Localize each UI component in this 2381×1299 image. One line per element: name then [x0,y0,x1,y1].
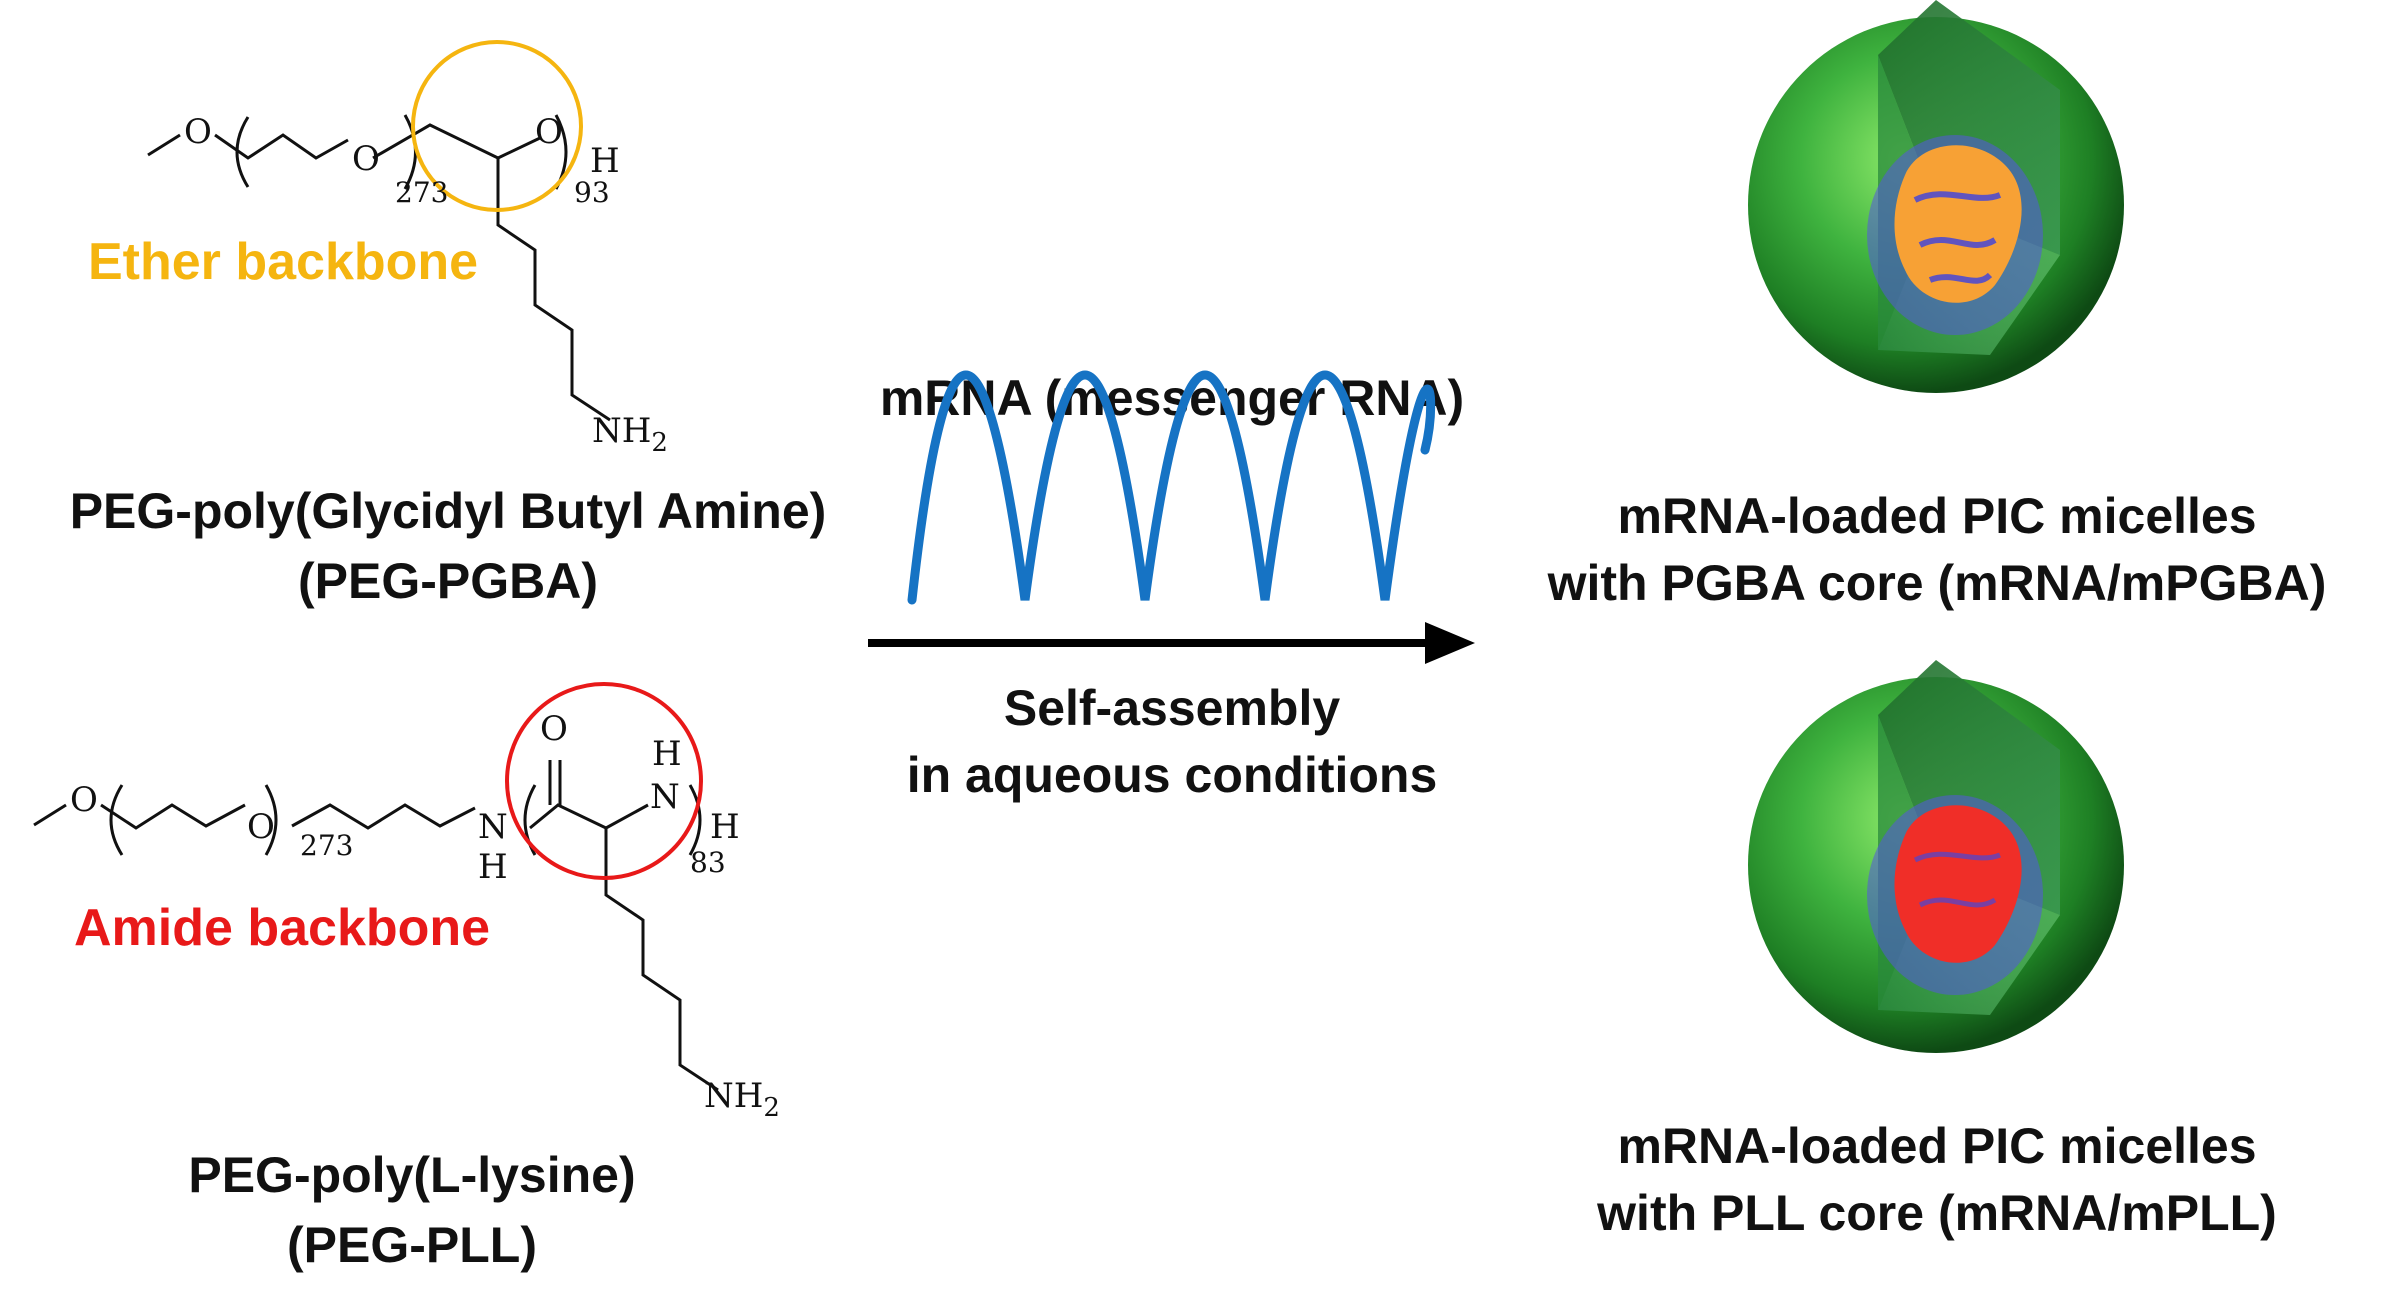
amide-backbone-label: Amide backbone [74,899,490,957]
pll-peg-oxygen: O [247,807,275,847]
pll-amine: NH2 [704,1076,780,1123]
pll-amide-hydrogen: H [478,847,508,887]
micelle-pll-label-line1: mRNA-loaded PIC micelles [1617,1118,2256,1174]
pll-polymer-abbr: (PEG-PLL) [287,1217,537,1273]
micelle-pll [1748,660,2124,1053]
pll-amide-nitrogen: N [478,807,508,847]
pgba-structure [147,114,611,422]
pll-core [1894,805,2022,963]
aqueous-conditions-label: in aqueous conditions [907,747,1438,803]
ether-backbone-label: Ether backbone [88,233,478,291]
pgba-peg-oxygen: O [352,139,380,179]
pll-end-hydrogen: H [710,807,740,847]
arrow-head [1425,622,1475,664]
micelle-pll-label-line2: with PLL core (mRNA/mPLL) [1596,1185,2277,1241]
amide-backbone-circle [505,682,703,880]
pgba-amine: NH2 [592,411,668,458]
pll-repeat-number: 83 [690,846,726,879]
micelle-pgba-label-line1: mRNA-loaded PIC micelles [1617,488,2256,544]
pll-peg-repeat: 273 [300,829,353,862]
pgba-backbone-oxygen: O [535,112,563,152]
ether-backbone-circle [411,40,583,212]
pgba-polymer-abbr: (PEG-PGBA) [298,553,598,609]
pll-methoxy-oxygen: O [70,780,98,820]
pll-structure [33,760,719,1092]
mrna-wave [907,370,1436,605]
pgba-polymer-name: PEG-poly(Glycidyl Butyl Amine) [70,483,827,539]
pgba-core [1894,145,2022,303]
pll-carbonyl-oxygen: O [540,709,568,749]
pgba-methoxy-oxygen: O [184,112,212,152]
pll-backbone-nitrogen: N [650,777,680,817]
micelle-pgba [1748,0,2124,393]
pgba-peg-repeat: 273 [395,176,448,209]
pll-backbone-hydrogen: H [652,734,682,774]
pgba-end-hydrogen: H [590,141,620,181]
self-assembly-label: Self-assembly [1004,680,1340,736]
pgba-repeat-number: 93 [574,176,610,209]
micelle-pgba-label-line2: with PGBA core (mRNA/mPGBA) [1547,555,2327,611]
pll-polymer-name: PEG-poly(L-lysine) [188,1147,635,1203]
